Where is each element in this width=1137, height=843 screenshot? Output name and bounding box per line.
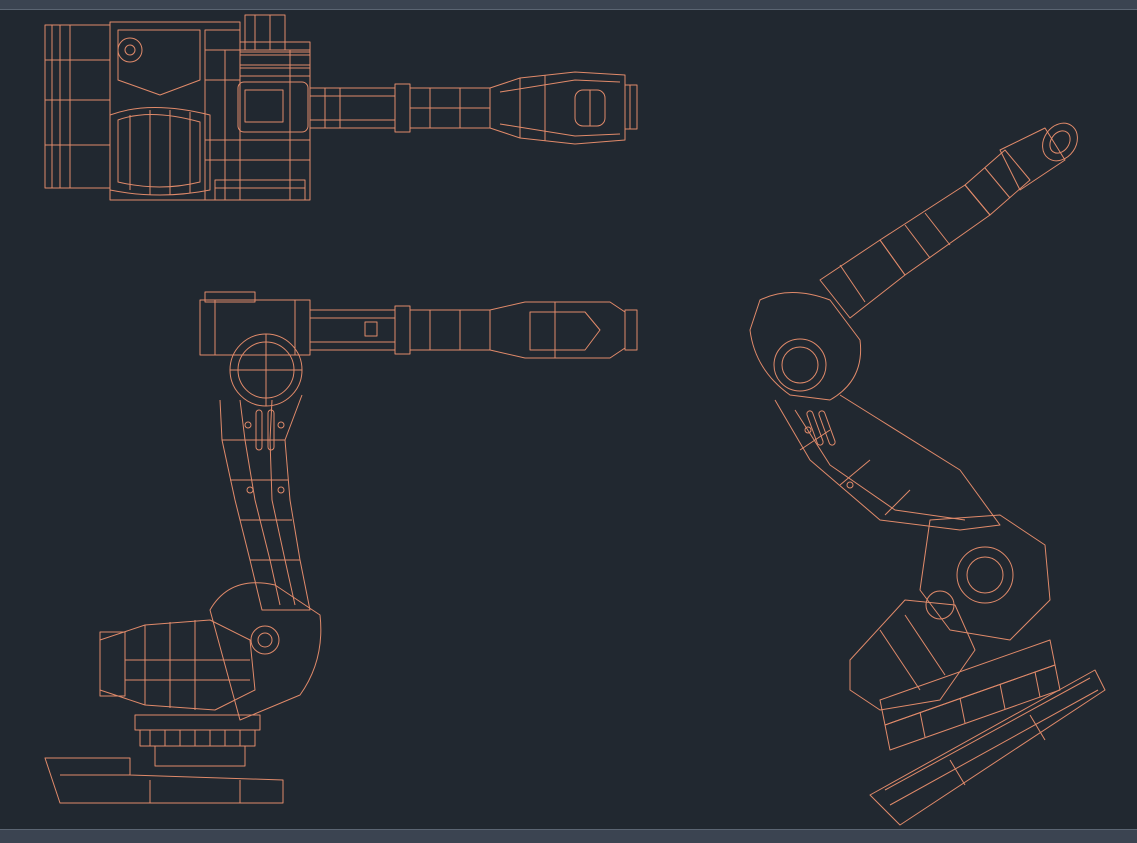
robot-arm-side-view [44, 291, 638, 804]
robot-arm-top-view [44, 14, 638, 201]
robot-arm-isometric-view [749, 122, 1106, 826]
top-frame-border [0, 0, 1137, 10]
bottom-frame-border [0, 829, 1137, 843]
